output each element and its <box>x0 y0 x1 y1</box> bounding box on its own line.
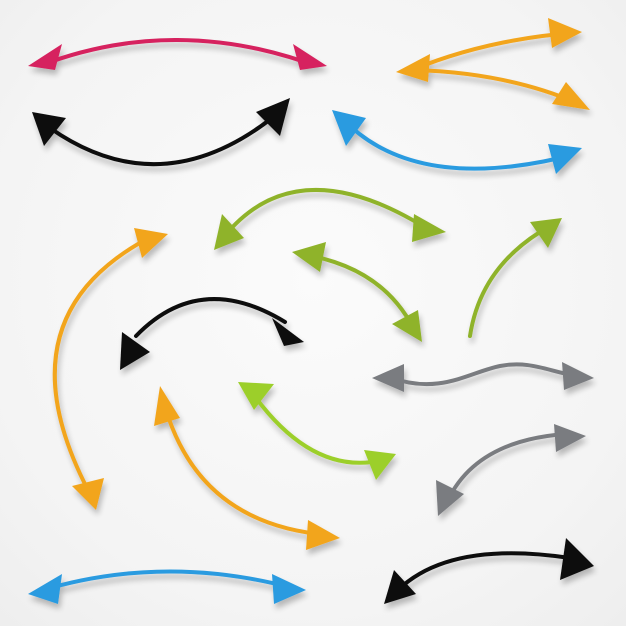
double-arrow-icon <box>238 382 396 480</box>
double-arrow-icon <box>28 38 327 70</box>
double-arrow-icon <box>372 362 594 392</box>
double-arrow-icon <box>396 18 590 110</box>
double-arrow-icon <box>384 538 594 604</box>
double-arrow-icon <box>32 98 290 167</box>
double-arrow-icon <box>436 424 586 516</box>
double-arrow-icon <box>214 188 446 250</box>
double-arrow-icon <box>52 228 168 510</box>
double-arrow-icon <box>332 110 582 174</box>
double-arrow-icon <box>120 297 304 370</box>
double-arrow-icon <box>154 386 340 550</box>
double-arrow-icon <box>292 242 422 342</box>
single-arrow-icon <box>468 218 562 338</box>
double-arrow-icon <box>28 569 306 604</box>
